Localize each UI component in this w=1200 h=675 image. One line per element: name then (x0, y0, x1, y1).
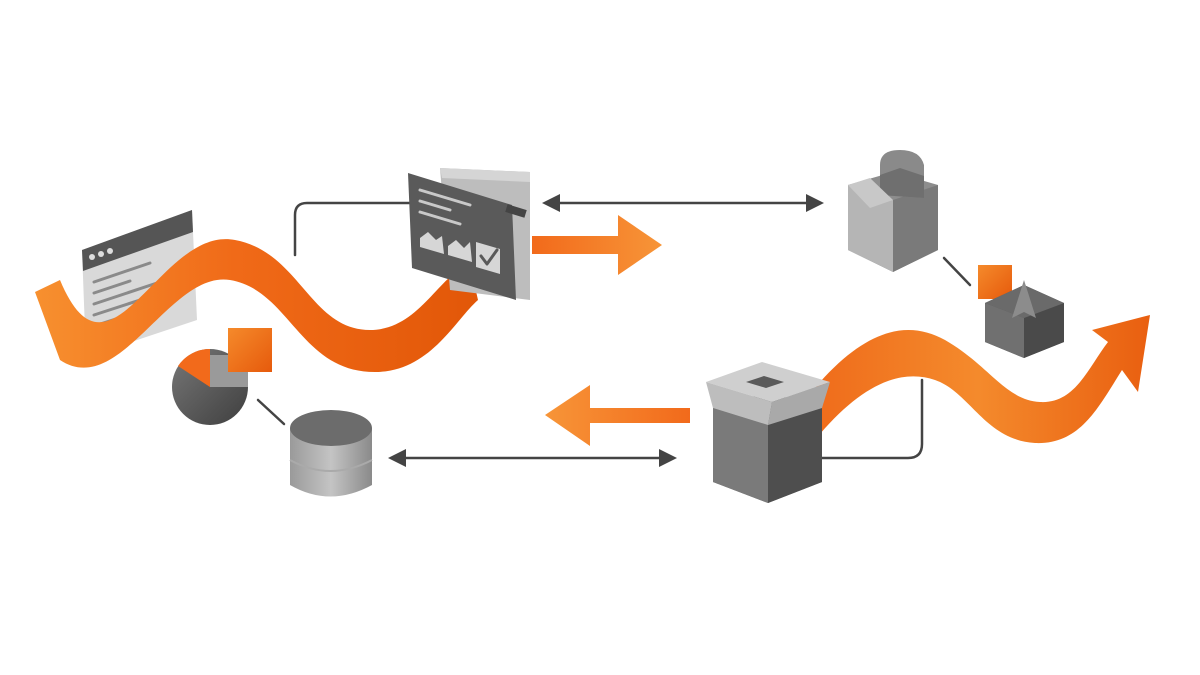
open-box-icon (706, 362, 830, 503)
pie-chart-icon (172, 328, 272, 425)
open-box-with-item-icon (848, 150, 938, 272)
connector-wave-to-dashboard (293, 201, 412, 257)
connector-box-to-wave (820, 378, 924, 460)
orange-arrow-left (545, 385, 690, 446)
dashboard-panel-icon (408, 168, 530, 300)
cube-with-arrow-icon (978, 265, 1064, 358)
orange-wave-left (35, 239, 478, 372)
orange-arrow-right (532, 215, 662, 275)
connector-cube-to-orange-square (942, 256, 972, 287)
orange-wave-right (805, 315, 1150, 444)
database-cylinder-icon (289, 410, 373, 497)
connectors (256, 201, 972, 460)
bidirectional-arrow-bottom (388, 449, 677, 467)
bidirectional-arrow-top (542, 194, 824, 212)
connector-pie-to-database (256, 398, 286, 426)
orange-square-pie (228, 328, 272, 372)
